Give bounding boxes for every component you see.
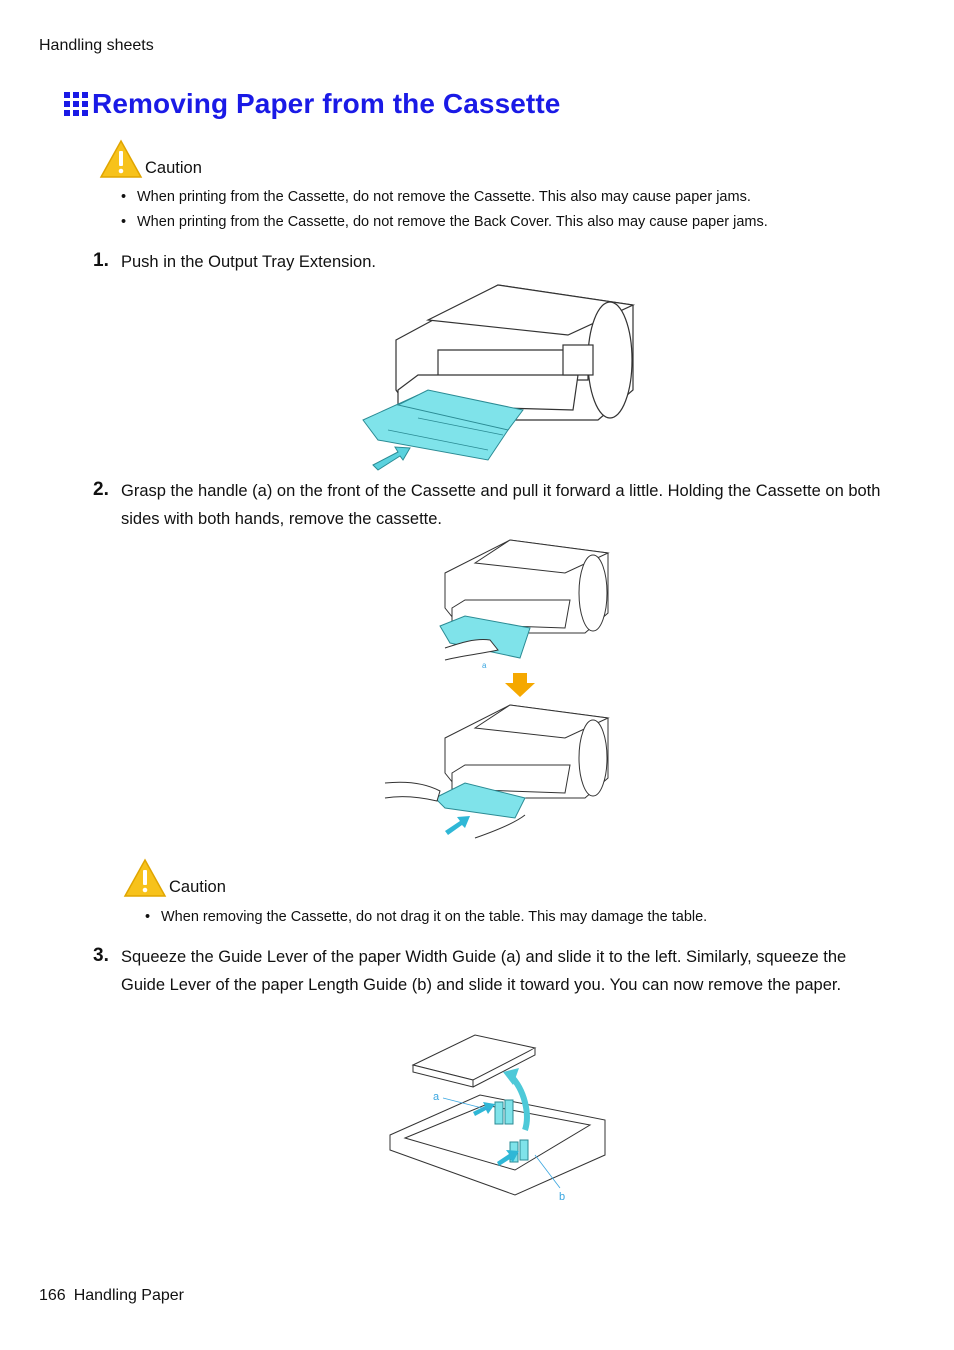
step-text: Grasp the handle (a) on the front of the… [121,482,881,528]
caution-label: Caution [145,159,202,177]
page-number: 166 [39,1287,66,1304]
figure-label-b: b [559,1191,565,1203]
printer-figure-pull-cassette: a [439,539,610,670]
chapter-name: Handling Paper [73,1287,184,1304]
arrow-down-icon [505,673,535,697]
warning-triangle-icon [99,139,143,178]
caution-bullet: •When removing the Cassette, do not drag… [145,909,708,925]
figure-label-a: a [482,661,487,670]
caution-bullet: •When printing from the Cassette, do not… [121,189,751,205]
step-text: Squeeze the Guide Lever of the paper Wid… [121,948,847,994]
warning-triangle-icon [123,858,167,897]
page-title: Removing Paper from the Cassette [92,88,561,119]
caution-bullet: •When printing from the Cassette, do not… [121,214,768,230]
printer-figure-remove-cassette [384,704,610,839]
cassette-figure-guides: a b [389,1034,606,1203]
printer-figure-push-tray [362,284,636,471]
page-footer: 166 Handling Paper [39,1287,184,1305]
step-number: 3. [93,945,109,966]
caution-box-2: Caution [123,858,226,898]
caution-box-1: Caution [99,139,202,179]
step-number: 1. [93,250,109,271]
figure-label-a: a [433,1091,440,1103]
caution-label: Caution [169,878,226,896]
running-header: Handling sheets [39,37,154,54]
step-text: Push in the Output Tray Extension. [121,253,376,271]
section-heading: Removing Paper from the Cassette [64,88,560,120]
grid-icon [64,92,88,116]
step-number: 2. [93,479,109,500]
